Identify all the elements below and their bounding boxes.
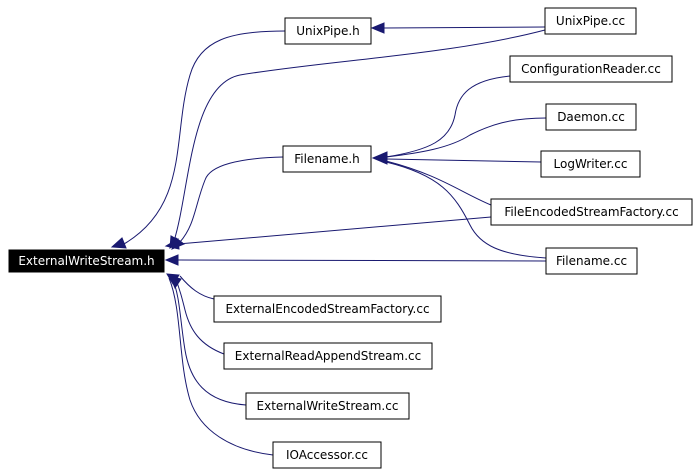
edge-daemon-cc-to-filename-h [385, 117, 547, 158]
node-box-unixpipe-cc [544, 7, 637, 35]
edge-filename-h-to-externalwritestream-h [179, 156, 284, 243]
node-label-filename-h: Filename.h [294, 152, 360, 166]
node-label-filename-cc: Filename.cc [556, 254, 627, 268]
nodes: ExternalWriteStream.h UnixPipe.h Filenam… [8, 7, 693, 469]
edge-logwriter-cc-to-filename-h [385, 158, 542, 163]
node-ioaccessor-cc[interactable]: IOAccessor.cc [272, 441, 382, 469]
edge-filename-cc-to-filename-h [385, 161, 547, 259]
arrowheads [110, 22, 388, 290]
node-box-ioaccessor-cc [272, 441, 382, 469]
node-box-fileencodedstreamfactory-cc [490, 198, 693, 226]
node-externalreadappendstream-cc[interactable]: ExternalReadAppendStream.cc [223, 342, 433, 370]
edge-fileencodedstreamfactory-cc-to-externalwritestream-h [177, 216, 492, 245]
node-fileencodedstreamfactory-cc[interactable]: FileEncodedStreamFactory.cc [490, 198, 693, 226]
node-box-filename-h [282, 145, 372, 173]
arrowhead-at-externalwritestream-h-from-below-2 [169, 275, 182, 290]
node-box-daemon-cc [545, 103, 637, 131]
node-box-externalencodedstreamfactory-cc [213, 295, 442, 323]
node-externalwritestream-h[interactable]: ExternalWriteStream.h [8, 249, 165, 273]
node-logwriter-cc[interactable]: LogWriter.cc [540, 150, 641, 178]
node-label-daemon-cc: Daemon.cc [557, 110, 625, 124]
node-label-externalwritestream-cc: ExternalWriteStream.cc [257, 399, 399, 413]
edge-externalwritestream-cc-to-externalwritestream-h [171, 277, 247, 406]
node-externalwritestream-cc[interactable]: ExternalWriteStream.cc [245, 392, 410, 420]
node-box-logwriter-cc [540, 150, 641, 178]
arrowhead-at-filename-h [371, 151, 388, 165]
arrowhead-at-unixpipe-h [370, 22, 385, 34]
node-box-externalreadappendstream-cc [223, 342, 433, 370]
edge-externalencodedstreamfactory-cc-to-externalwritestream-h [179, 275, 215, 300]
node-daemon-cc[interactable]: Daemon.cc [545, 103, 637, 131]
node-unixpipe-h[interactable]: UnixPipe.h [284, 17, 372, 45]
edge-filename-cc-to-externalwritestream-h [177, 259, 547, 262]
arrowhead-at-externalwritestream-h-from-fileencodedstreamfactory-cc [164, 238, 180, 250]
node-label-logwriter-cc: LogWriter.cc [554, 157, 628, 171]
node-box-unixpipe-h [284, 17, 372, 45]
node-filename-h[interactable]: Filename.h [282, 145, 372, 173]
edge-unixpipe-cc-to-externalwritestream-h [173, 29, 546, 242]
node-label-unixpipe-h: UnixPipe.h [296, 24, 360, 38]
arrowhead-at-externalwritestream-h-from-unixpipe-h [110, 237, 127, 249]
node-label-fileencodedstreamfactory-cc: FileEncodedStreamFactory.cc [504, 205, 678, 219]
node-label-unixpipe-cc: UnixPipe.cc [556, 14, 625, 28]
node-box-filename-cc [545, 247, 638, 275]
edge-ioaccessor-cc-to-externalwritestream-h [168, 277, 274, 456]
node-label-configurationreader-cc: ConfigurationReader.cc [521, 62, 661, 76]
edge-fileencodedstreamfactory-cc-to-filename-h [385, 160, 492, 206]
node-unixpipe-cc[interactable]: UnixPipe.cc [544, 7, 637, 35]
edge-configurationreader-cc-to-filename-h [385, 75, 511, 158]
node-box-externalwritestream-cc [245, 392, 410, 420]
node-externalencodedstreamfactory-cc[interactable]: ExternalEncodedStreamFactory.cc [213, 295, 442, 323]
node-label-externalwritestream-h: ExternalWriteStream.h [18, 254, 154, 268]
node-box-configurationreader-cc [509, 55, 673, 83]
node-label-ioaccessor-cc: IOAccessor.cc [286, 448, 368, 462]
node-label-externalreadappendstream-cc: ExternalReadAppendStream.cc [235, 349, 421, 363]
arrowhead-at-externalwritestream-h-from-filename-cc [164, 254, 179, 266]
edge-unixpipe-cc-to-unixpipe-h [383, 26, 546, 29]
node-configurationreader-cc[interactable]: ConfigurationReader.cc [509, 55, 673, 83]
node-box-externalwritestream-h [8, 249, 165, 273]
edge-unixpipe-h-to-externalwritestream-h [123, 30, 286, 245]
edges [123, 26, 547, 456]
node-label-externalencodedstreamfactory-cc: ExternalEncodedStreamFactory.cc [225, 302, 429, 316]
edge-externalreadappendstream-cc-to-externalwritestream-h [174, 276, 225, 355]
node-filename-cc[interactable]: Filename.cc [545, 247, 638, 275]
